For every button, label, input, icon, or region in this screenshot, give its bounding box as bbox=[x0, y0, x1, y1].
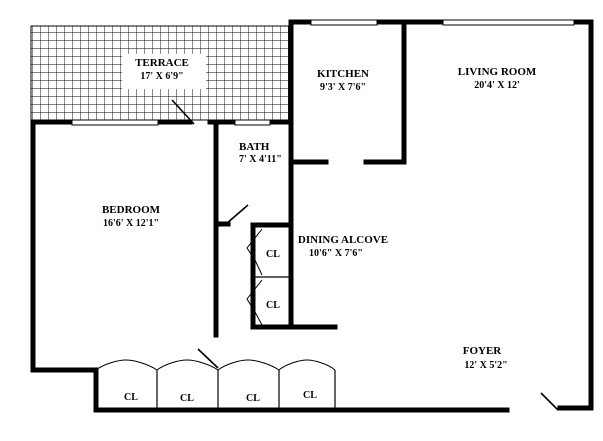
closet-doors bbox=[95, 228, 336, 371]
bath-dims: 7' X 4'11" bbox=[239, 154, 282, 165]
room-bedroom: BEDROOM 16'6' X 12'1" bbox=[102, 204, 161, 229]
living-room-name: LIVING ROOM bbox=[458, 66, 537, 78]
thin-lines bbox=[156, 276, 336, 410]
terrace-area bbox=[30, 25, 290, 121]
room-living: LIVING ROOM 20'4' X 12' bbox=[458, 66, 537, 91]
bath-name: BATH bbox=[239, 141, 270, 153]
room-bath: BATH 7' X 4'11" bbox=[239, 141, 282, 165]
terrace-dims: 17' X 6'9" bbox=[140, 71, 183, 82]
walls bbox=[30, 19, 594, 413]
windows bbox=[71, 19, 575, 126]
terrace-name: TERRACE bbox=[135, 57, 189, 69]
room-kitchen: KITCHEN 9'3' X 7'6" bbox=[317, 68, 369, 93]
room-terrace: TERRACE 17' X 6'9" bbox=[135, 57, 189, 82]
dining-alcove-dims: 10'6" X 7'6" bbox=[309, 248, 363, 259]
closet-labels: CL CL CL CL CL CL bbox=[124, 249, 317, 404]
bedroom-name: BEDROOM bbox=[102, 204, 161, 216]
closet-label-6: CL bbox=[303, 390, 317, 401]
closet-label-3: CL bbox=[124, 392, 138, 403]
foyer-name: FOYER bbox=[463, 345, 503, 357]
kitchen-name: KITCHEN bbox=[317, 68, 369, 80]
kitchen-dims: 9'3' X 7'6" bbox=[320, 82, 366, 93]
room-dining-alcove: DINING ALCOVE 10'6" X 7'6" bbox=[298, 234, 388, 259]
bedroom-dims: 16'6' X 12'1" bbox=[103, 218, 159, 229]
closet-label-4: CL bbox=[180, 393, 194, 404]
doors bbox=[171, 99, 559, 411]
room-foyer: FOYER 12' X 5'2" bbox=[463, 345, 508, 371]
living-room-dims: 20'4' X 12' bbox=[474, 80, 520, 91]
foyer-dims: 12' X 5'2" bbox=[464, 360, 507, 371]
dining-alcove-name: DINING ALCOVE bbox=[298, 234, 388, 246]
closet-label-5: CL bbox=[246, 393, 260, 404]
closet-label-2: CL bbox=[266, 300, 280, 311]
closet-label-1: CL bbox=[266, 249, 280, 260]
terrace-label-box bbox=[122, 54, 206, 89]
